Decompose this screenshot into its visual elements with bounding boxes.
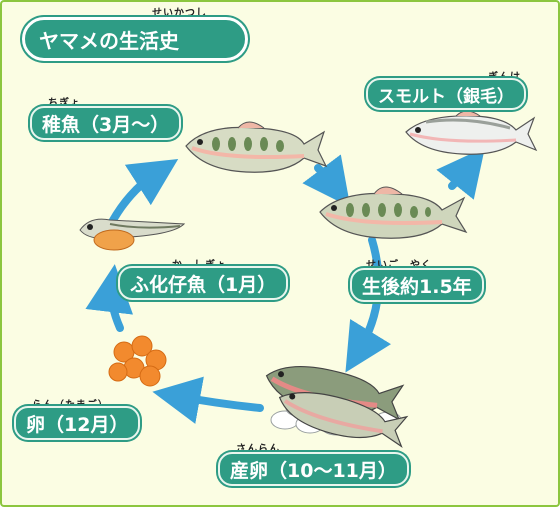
spawning-pair-icon [265,365,409,448]
arrow-spawn-to-egg [152,376,264,424]
stage-label-egg: 卵（12月） [14,406,141,440]
stage-label-growth: 生後約1.5年 [350,268,484,302]
juvenile-fish-icon [319,186,468,239]
arrow-hatch-to-fry [108,159,179,226]
egg-ruby: らん（たまご） [32,396,109,411]
smolt-fish-icon [405,110,538,155]
smolt-ruby: ぎんけ [488,68,521,83]
fry-ruby: ちぎょ [48,98,81,109]
stage-label-hatch: ふ化仔魚（1月） [118,266,289,300]
larva-icon [79,218,186,251]
fry-fish-icon [185,121,328,173]
growth-ruby: せいご やく [366,260,432,271]
arrow-fry-to-juvenile [302,154,351,208]
title-ruby: せいかつし [152,8,207,19]
spawn-ruby: さんらん [236,444,280,455]
stage-label-spawn: 産卵（10〜11月） [218,452,409,486]
diagram-title: ヤマメの生活史 [22,17,248,61]
arrow-egg-to-hatch [85,264,134,332]
hatch-ruby: か しぎょ [172,256,227,271]
stage-label-fry: 稚魚（3月〜） [30,106,182,140]
egg-cluster-icon [108,335,167,387]
stage-label-smolt: スモルト（銀毛） [366,78,526,110]
arrow-juvenile-to-smolt [436,147,485,200]
cycle-arrows [85,147,485,424]
